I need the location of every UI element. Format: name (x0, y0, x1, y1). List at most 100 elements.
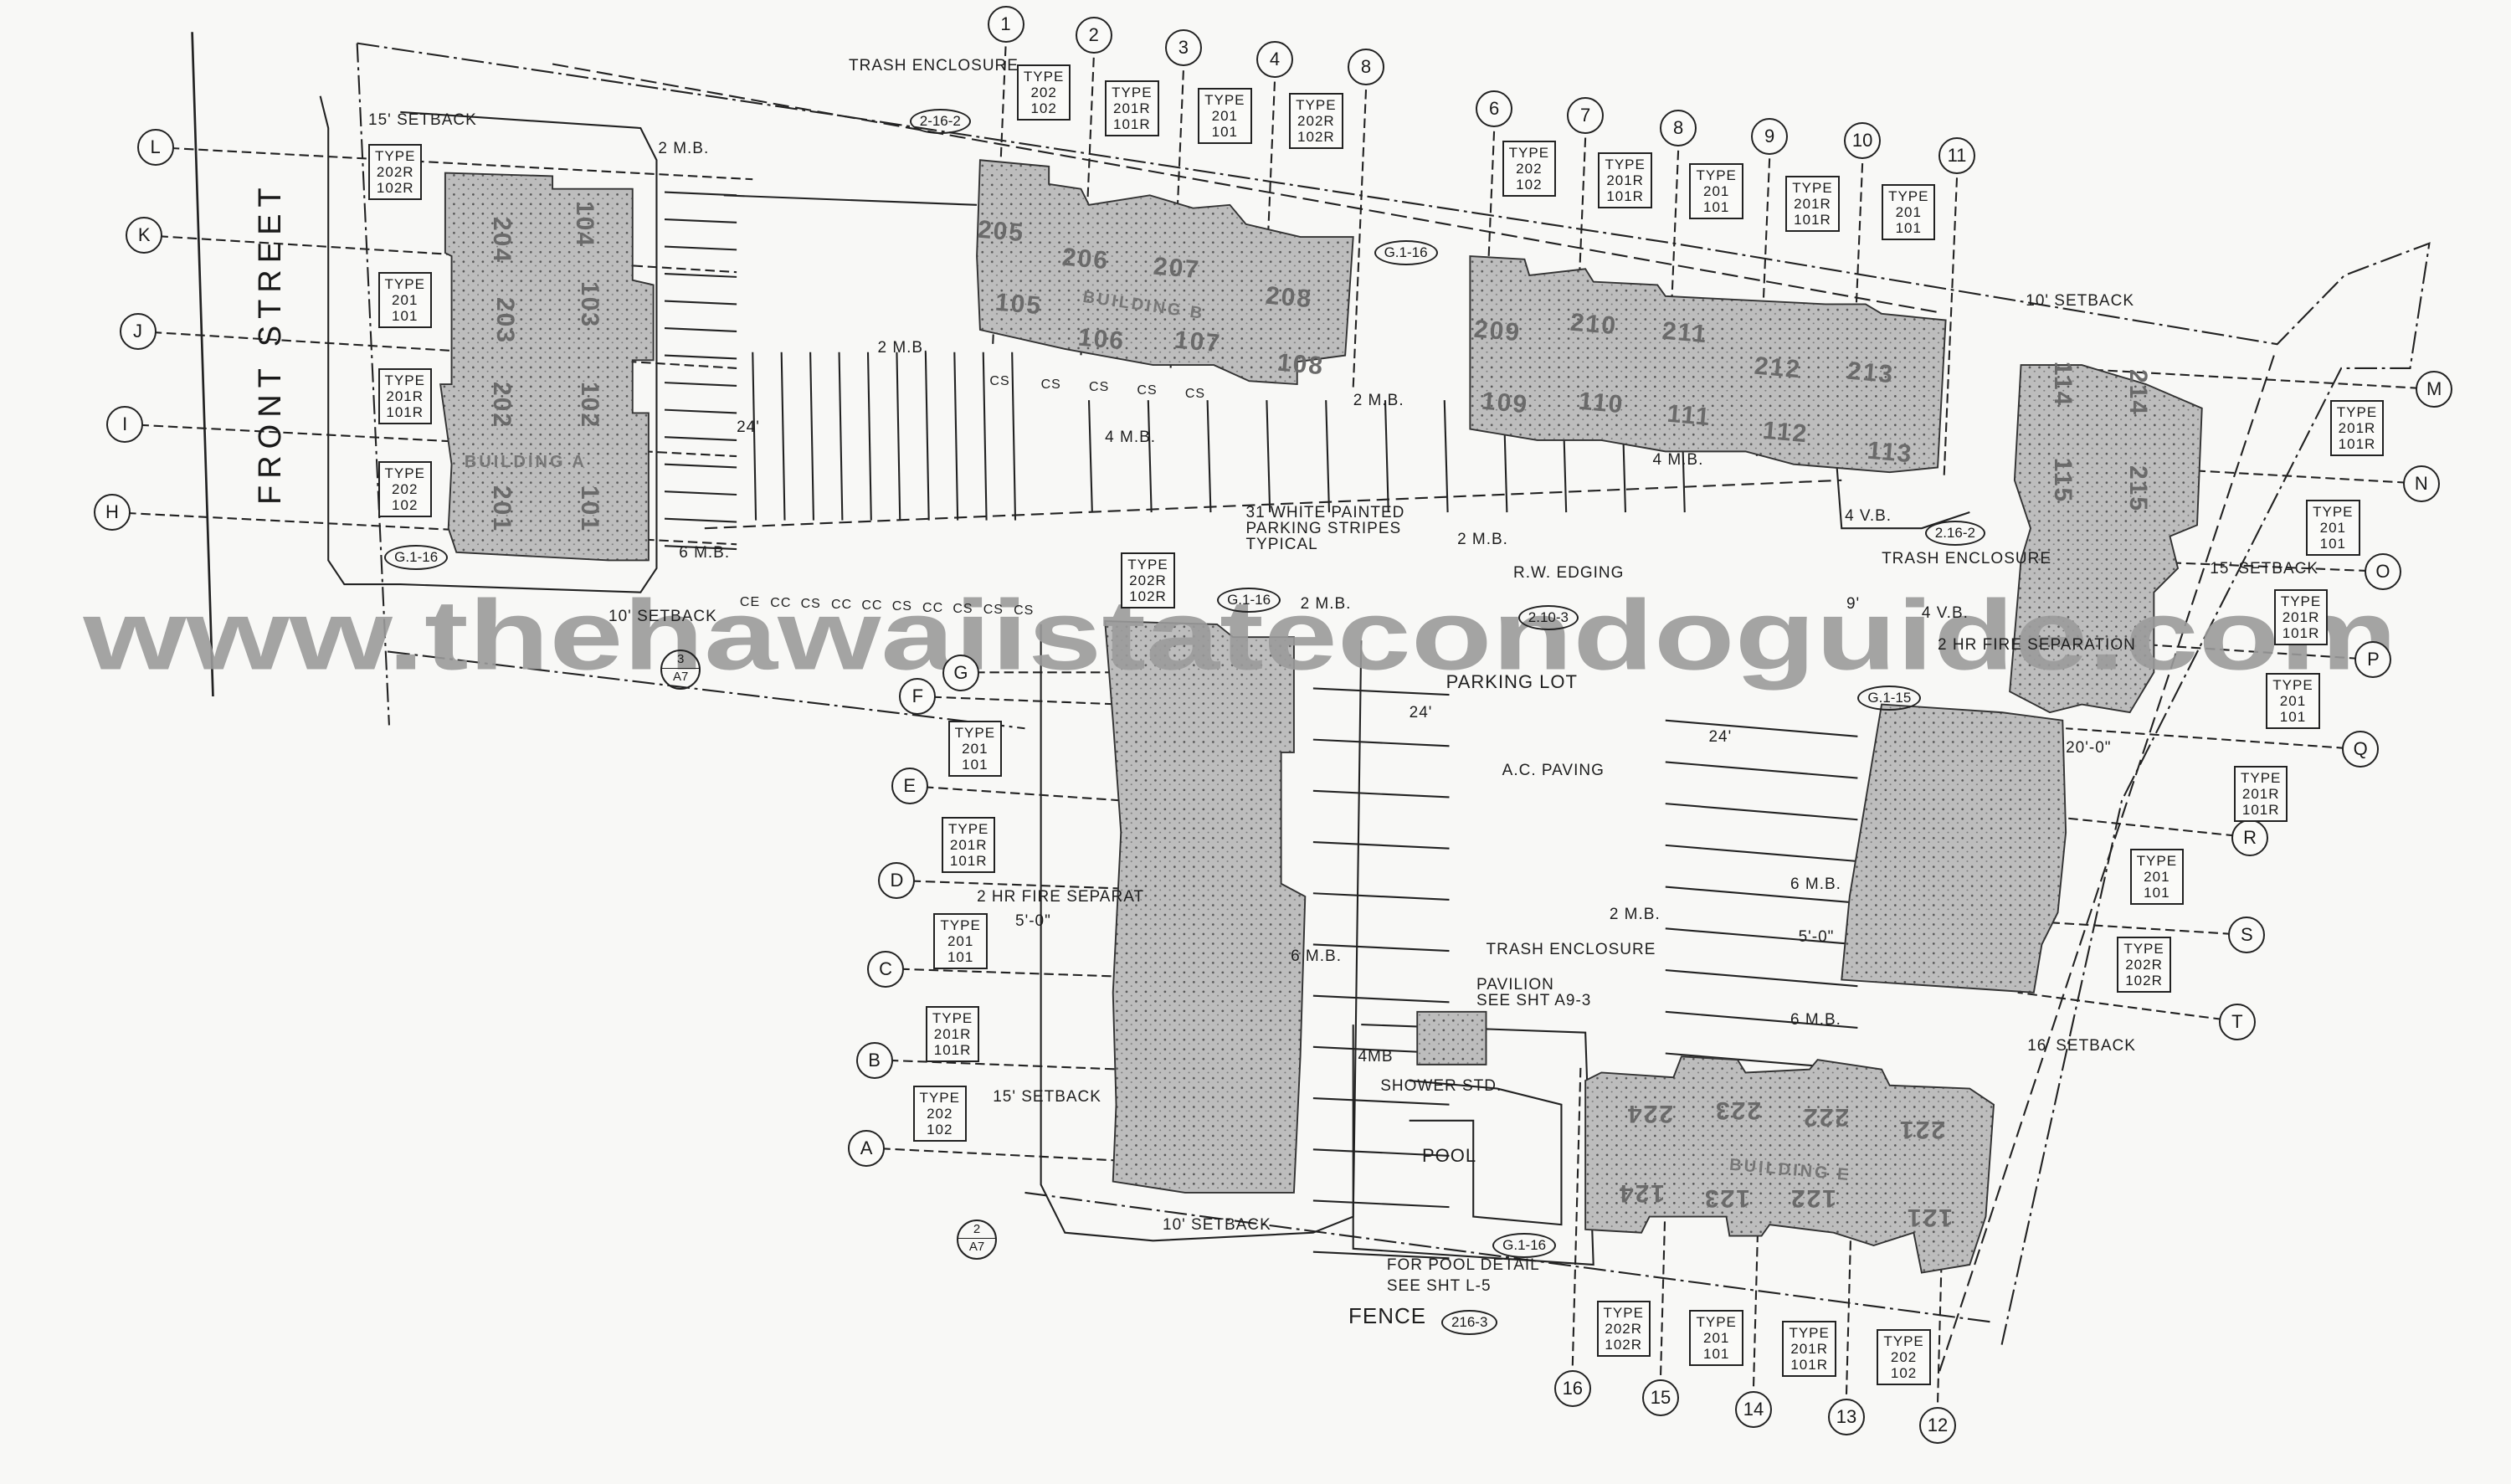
grid-bubble: 11 (1938, 136, 1975, 174)
annotation-label: 10' SETBACK (2026, 292, 2134, 311)
unit-type-tag-line: 201 (1703, 183, 1730, 200)
parking-stripe (866, 352, 872, 521)
unit-type-tag-line: 102R (2125, 973, 2163, 989)
unit-type-tag-line: 201 (392, 292, 418, 309)
parking-stripe (664, 354, 737, 360)
unit-number: 207 (1152, 253, 1202, 285)
grid-line (2066, 367, 2435, 390)
unit-type-tag-line: 201 (962, 740, 988, 757)
grid-line (866, 1147, 1122, 1162)
property-line-north (357, 42, 2431, 1345)
unit-type-tag-line: 102 (392, 497, 418, 514)
unit-type-tag-line: 101R (386, 404, 424, 421)
unit-number: 212 (1753, 352, 1803, 384)
grid-line (1943, 177, 1959, 476)
unit-type-tag-line: TYPE (384, 465, 425, 482)
unit-type-tag-line: TYPE (2280, 593, 2322, 610)
annotation-label: 4 M.B. (1105, 428, 1157, 446)
parking-stripe (1312, 687, 1450, 696)
grid-line (155, 146, 753, 181)
annotation-label: PAVILION SEE SHT A9-3 (1476, 976, 1592, 1010)
parking-stripe (1384, 400, 1389, 513)
annotation-label: 15' SETBACK (368, 110, 477, 129)
unit-number: 224 (1625, 1099, 1673, 1127)
parking-stall-label: CS (1184, 387, 1206, 401)
parking-stripe (664, 273, 737, 278)
grid-bubble: H (93, 494, 131, 531)
grid-bubble: 3 (1164, 29, 1202, 67)
unit-type-tag-line: 101R (2282, 625, 2320, 642)
unit-type-tag-line: TYPE (2123, 941, 2164, 958)
unit-type-tag-line: 101R (949, 852, 988, 869)
unit-type-tag-line: 101R (933, 1041, 972, 1058)
parking-stripe (1665, 719, 1858, 737)
detail-reference-oval: G.1-16 (1374, 239, 1438, 265)
annotation-label: FENCE (1348, 1303, 1427, 1329)
parking-stripe (1087, 400, 1093, 513)
parking-stall-label: CS (983, 602, 1004, 617)
unit-number: 115 (2049, 457, 2077, 504)
detail-reference-oval: 2.10-3 (1517, 605, 1579, 631)
building-a-footprint (439, 172, 655, 562)
unit-type-tag-line: 101 (1703, 1346, 1730, 1363)
unit-number: 221 (1897, 1115, 1945, 1143)
parking-stripe (1312, 1250, 1450, 1260)
annotation-label: 31 WHITE PAINTED PARKING STRIPES TYPICAL (1245, 503, 1405, 553)
parking-stripe (1312, 943, 1450, 953)
annotation-label: 2 M.B. (658, 140, 710, 158)
parking-stall-label: CS (1089, 380, 1110, 395)
annotation-label: 20'-0" (2066, 738, 2112, 757)
unit-type-tag-line: 201R (1113, 100, 1151, 116)
detail-reference-oval: 2-16-2 (909, 109, 971, 135)
grid-line (1352, 90, 1368, 388)
parking-stripe (664, 191, 737, 197)
unit-type-tag-line: 102R (1129, 588, 1167, 605)
unit-type-tag-line: 101R (1790, 1357, 1828, 1374)
unit-type-tag-line: TYPE (919, 1090, 960, 1107)
grid-line (917, 695, 1122, 706)
parking-stripe (780, 352, 786, 521)
parking-stripe (664, 245, 737, 251)
parking-stripe (1665, 927, 1858, 946)
setback-line-north (552, 63, 1938, 313)
unit-type-tag-line: TYPE (940, 917, 981, 933)
parking-stripe (953, 352, 959, 521)
parking-stripe (924, 352, 930, 521)
parking-stripe (664, 408, 737, 414)
annotation-label: 10' SETBACK (1163, 1216, 1271, 1235)
annotation-label: 2 M.B. (1353, 391, 1404, 409)
annotation-label: POOL (1421, 1144, 1477, 1166)
unit-type-tag-line: 102 (927, 1122, 953, 1138)
detail-reference-oval: G.1-16 (1217, 588, 1281, 614)
unit-type-tag-line: 201 (2319, 519, 2346, 536)
parking-stripe (664, 436, 737, 442)
grid-bubble: 14 (1735, 1390, 1773, 1428)
annotation-label: 24' (737, 418, 760, 437)
parking-stripe (1312, 840, 1450, 850)
grid-bubble: 8 (1660, 110, 1697, 147)
grid-bubble: N (2402, 465, 2440, 502)
unit-type-tag-line: 202R (1297, 112, 1335, 129)
unit-number: 201 (487, 485, 516, 533)
annotation-label: 5'-0" (1798, 927, 1835, 946)
unit-type-tag-line: TYPE (2136, 853, 2178, 870)
parking-stall-label: CS (800, 597, 821, 612)
unit-number: 215 (2124, 465, 2153, 512)
unit-type-tag-line: 202R (1605, 1320, 1643, 1337)
curb-left (319, 95, 658, 593)
grid-bubble: K (126, 217, 163, 254)
annotation-label: PARKING LOT (1445, 670, 1578, 692)
unit-type-tag-line: 202 (392, 481, 418, 498)
grid-bubble: 4 (1256, 40, 1293, 78)
parking-stall-label: CS (989, 373, 1010, 388)
section-reference-text: A7 (672, 669, 689, 684)
unit-number: 214 (2124, 368, 2153, 416)
unit-type-tag-line: 101R (1794, 212, 1831, 229)
unit-number: 123 (1702, 1184, 1750, 1213)
grid-bubble: P (2354, 641, 2392, 679)
